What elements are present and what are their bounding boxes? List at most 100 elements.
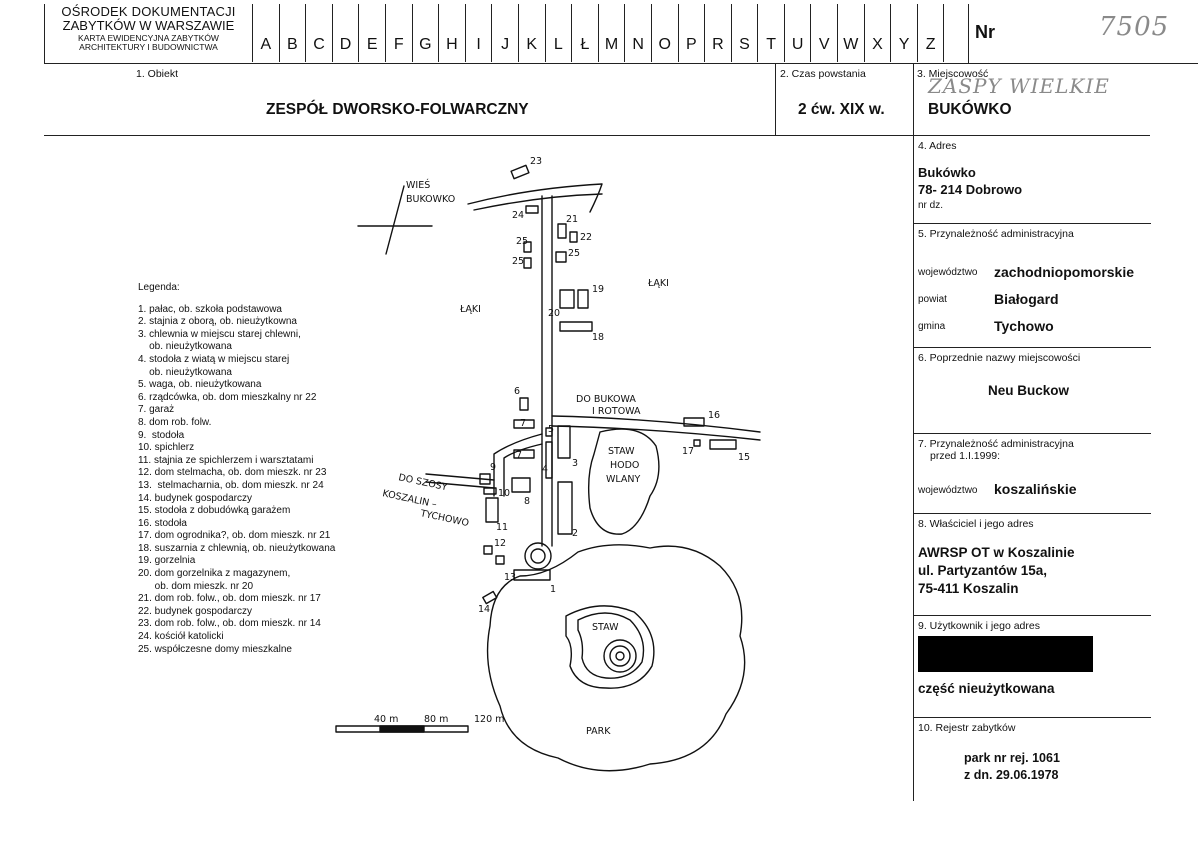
building-number: 15 bbox=[738, 452, 750, 463]
legend-item: 6. rządcówka, ob. dom mieszkalny nr 22 bbox=[138, 391, 317, 403]
legend-item: ob. dom mieszk. nr 20 bbox=[138, 580, 254, 592]
institution-line-2: ZABYTKÓW W WARSZAWIE bbox=[62, 18, 235, 33]
user-section: 9. Użytkownik i jego adres część nieużyt… bbox=[914, 616, 1151, 718]
locality-label: 3. Miejscowość bbox=[917, 68, 989, 80]
redaction-bar bbox=[918, 636, 1093, 672]
roundabout-inner bbox=[530, 548, 546, 564]
building-number: 17 bbox=[682, 446, 694, 457]
legend-item: 25. współczesne domy mieszkalne bbox=[138, 643, 292, 655]
label-road-east-1: DO BUKOWA bbox=[576, 394, 636, 405]
pond-outline bbox=[587, 428, 660, 535]
admin-label: 5. Przynależność administracyjna bbox=[918, 228, 1074, 240]
index-letter: V bbox=[811, 4, 839, 62]
locality-value: BUKÓWKO bbox=[928, 101, 1012, 118]
building-number: 24 bbox=[512, 210, 524, 221]
legend-item: ob. nieużytkowana bbox=[138, 366, 232, 378]
index-letter: Ł bbox=[572, 4, 599, 62]
building-number: 13 bbox=[504, 572, 516, 583]
index-letter: B bbox=[280, 4, 307, 62]
building-number: 6 bbox=[514, 386, 520, 397]
park-island-outer bbox=[603, 639, 637, 673]
address-section: 4. Adres Bukówko 78- 214 Dobrowo nr dz. bbox=[914, 136, 1151, 224]
label-road-west-3: TYCHOWO bbox=[418, 508, 469, 529]
building-number: 7 bbox=[520, 418, 526, 429]
institution-box: OŚRODEK DOKUMENTACJI ZABYTKÓW W WARSZAWI… bbox=[45, 4, 253, 62]
object-cell: 1. Obiekt ZESPÓŁ DWORSKO-FOLWARCZNY bbox=[44, 64, 776, 136]
admin-value-county: Białogard bbox=[994, 291, 1059, 307]
building-24 bbox=[525, 205, 539, 214]
building-number: 25 bbox=[512, 256, 524, 267]
label-meadow-right: ŁĄKI bbox=[647, 278, 669, 289]
locality-handwritten: ZASPY WIELKIE bbox=[928, 74, 1110, 98]
building-number: 25 bbox=[568, 248, 580, 259]
index-letter: J bbox=[492, 4, 519, 62]
former-names-section: 6. Poprzednie nazwy miejscowości Neu Buc… bbox=[914, 348, 1151, 434]
building-25a bbox=[523, 241, 532, 253]
admin-value-commune: Tychowo bbox=[994, 318, 1054, 334]
scale-label-3: 120 m bbox=[474, 714, 504, 725]
address-line-2: 78- 214 Dobrowo bbox=[918, 182, 1023, 197]
building-number: 9 bbox=[490, 462, 496, 473]
label-pond-3: WLANY bbox=[606, 474, 641, 485]
building-number: 1 bbox=[550, 584, 556, 595]
admin-before-label: 7. Przynależność administracyjna bbox=[918, 438, 1074, 450]
legend-item: 7. garaż bbox=[138, 404, 175, 416]
legend-item: 10. spichlerz bbox=[138, 442, 195, 454]
building-7a bbox=[513, 419, 535, 429]
address-line-3: nr dz. bbox=[918, 200, 944, 211]
building-number: 14 bbox=[478, 604, 490, 615]
former-names-label: 6. Poprzednie nazwy miejscowości bbox=[918, 352, 1081, 364]
road-to-highway bbox=[425, 473, 495, 489]
legend: Legenda: 1. pałac, ob. szkoła podstawowa… bbox=[138, 282, 335, 656]
address-label: 4. Adres bbox=[918, 140, 957, 152]
legend-item: 21. dom rob. folw., ob. dom mieszk. nr 1… bbox=[138, 593, 321, 605]
index-letter: U bbox=[785, 4, 812, 62]
building-16 bbox=[683, 417, 705, 427]
index-letter: T bbox=[758, 4, 785, 62]
building-number: 5 bbox=[548, 424, 554, 435]
building-7b bbox=[513, 449, 535, 459]
register-section: 10. Rejestr zabytków park nr rej. 1061 z… bbox=[914, 718, 1151, 801]
period-value: 2 ćw. XIX w. bbox=[798, 101, 885, 118]
legend-item: 18. suszarnia z chlewnią, ob. nieużytkow… bbox=[138, 542, 336, 554]
main-avenue bbox=[541, 195, 553, 547]
building-number: 18 bbox=[592, 332, 604, 343]
institution-line-1: OŚRODEK DOKUMENTACJI bbox=[61, 4, 236, 19]
legend-item: 15. stodoła z dobudówką garażem bbox=[138, 505, 291, 517]
building-18 bbox=[559, 321, 593, 332]
legend-item: 19. gorzelnia bbox=[138, 555, 196, 567]
index-letter: G bbox=[413, 4, 440, 62]
building-number: 7 bbox=[516, 450, 522, 461]
admin-value-voivodeship: zachodniopomorskie bbox=[994, 264, 1135, 280]
north-arrow bbox=[357, 185, 433, 255]
building-8 bbox=[511, 477, 531, 493]
building-22 bbox=[569, 231, 578, 243]
admin-key-voivodeship: województwo bbox=[918, 267, 978, 278]
building-6 bbox=[519, 397, 529, 411]
register-line-2: z dn. 29.06.1978 bbox=[964, 768, 1059, 782]
legend-item: ob. nieużytkowana bbox=[138, 341, 232, 353]
building-number: 16 bbox=[708, 410, 720, 421]
scale-label-2: 80 m bbox=[424, 714, 448, 725]
building-number: 20 bbox=[548, 308, 560, 319]
park-island-mid bbox=[609, 645, 631, 667]
header-band: OŚRODEK DOKUMENTACJI ZABYTKÓW W WARSZAWI… bbox=[44, 4, 970, 64]
park-island-inner bbox=[615, 651, 625, 661]
object-value: ZESPÓŁ DWORSKO-FOLWARCZNY bbox=[266, 101, 529, 118]
building-number: 10 bbox=[498, 488, 510, 499]
institution-line-3: KARTA EWIDENCYJNA ZABYTKÓW bbox=[78, 33, 219, 43]
building-4 bbox=[545, 441, 553, 479]
owner-section: 8. Właściciel i jego adres AWRSP OT w Ko… bbox=[914, 514, 1151, 616]
legend-item: 3. chlewnia w miejscu starej chlewni, bbox=[138, 328, 301, 340]
index-letter: H bbox=[439, 4, 466, 62]
building-number: 12 bbox=[494, 538, 506, 549]
building-number: 23 bbox=[530, 156, 542, 167]
legend-item: 16. stodoła bbox=[138, 517, 187, 529]
institution-line-4: ARCHITEKTURY I BUDOWNICTWA bbox=[79, 42, 218, 52]
index-letter: K bbox=[519, 4, 546, 62]
index-letter: S bbox=[732, 4, 759, 62]
label-road-east-2: I ROTOWA bbox=[592, 406, 641, 417]
legend-item: 23. dom rob. folw., ob. dom mieszk. nr 1… bbox=[138, 618, 321, 630]
